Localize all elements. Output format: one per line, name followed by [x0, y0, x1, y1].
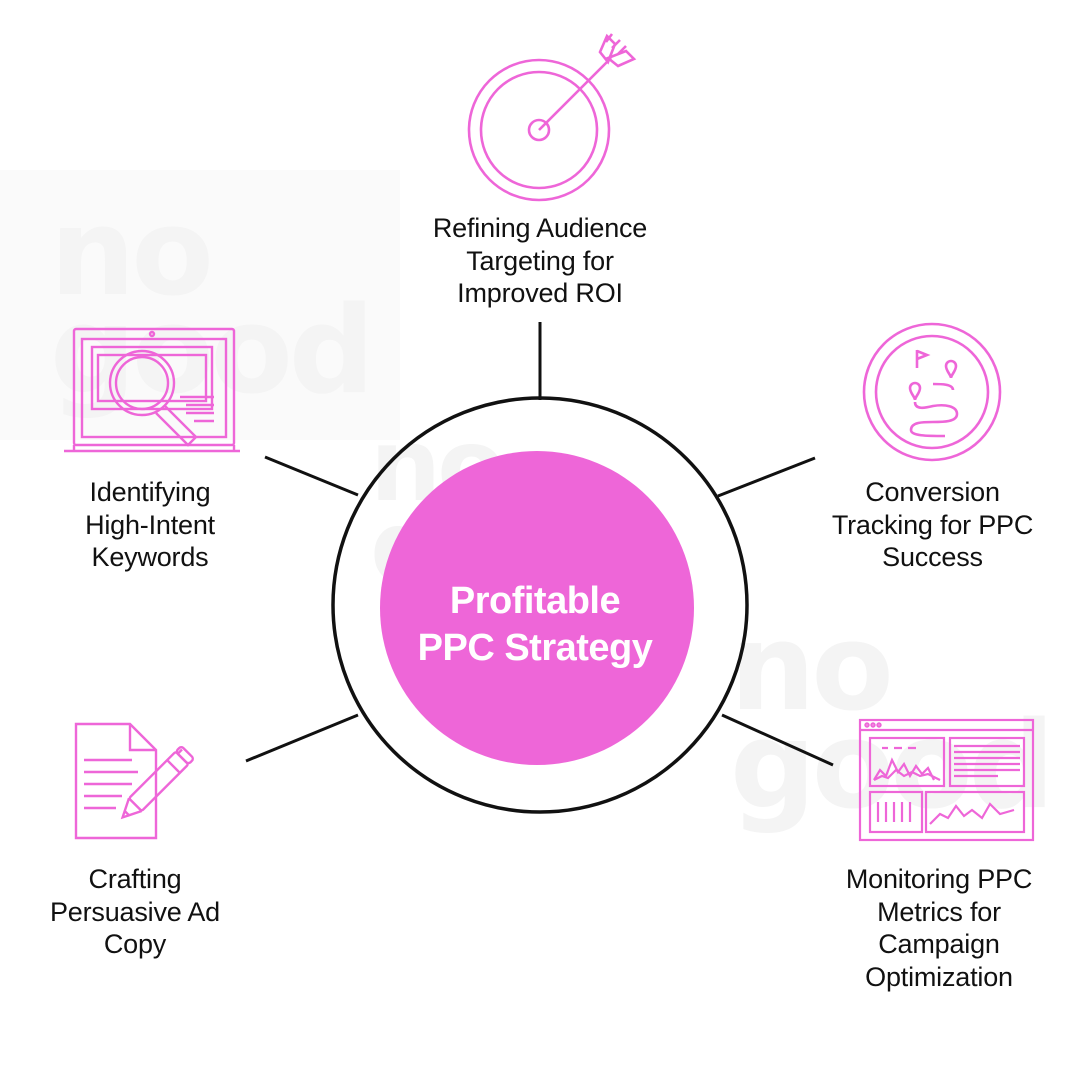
route-map-pin-icon [862, 322, 1002, 462]
target-arrow-icon [467, 33, 637, 202]
laptop-magnifier-icon [64, 327, 240, 453]
node-label-lower-right: Monitoring PPC Metrics for Campaign Opti… [845, 864, 1033, 992]
outer-ring [331, 396, 749, 814]
watermark-panel-left [0, 170, 400, 440]
center-title: Profitable PPC Strategy [380, 490, 690, 760]
center-title-line-2: PPC Strategy [417, 627, 653, 669]
analytics-dashboard-icon [858, 718, 1035, 842]
document-pencil-icon [74, 722, 194, 840]
connector-lower-left [245, 713, 359, 763]
node-label-upper-left: Identifying High-Intent Keywords [85, 477, 215, 572]
node-label-upper-right: Conversion Tracking for PPC Success [831, 477, 1034, 572]
connector-upper-right [717, 456, 816, 498]
connector-lower-right [721, 713, 834, 767]
node-label-lower-left: Crafting Persuasive Ad Copy [50, 864, 220, 959]
center-circle [380, 451, 694, 765]
node-label-top: Refining Audience Targeting for Improved… [432, 213, 648, 308]
center-title-line-1: Profitable [449, 580, 621, 622]
connector-upper-left [264, 455, 359, 497]
